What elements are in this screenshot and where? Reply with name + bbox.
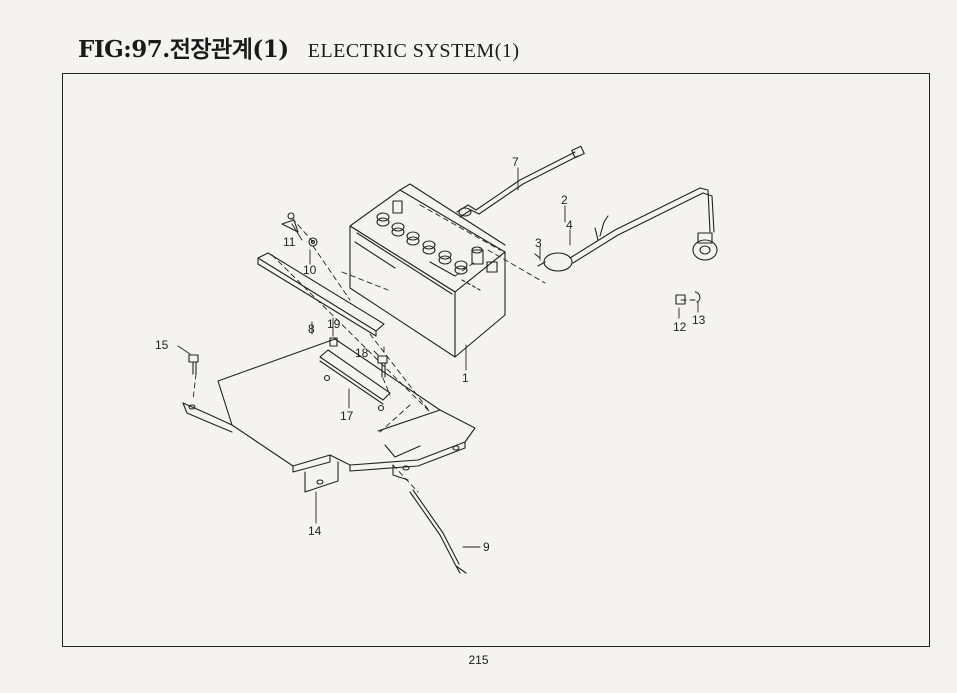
- callout-1: 1: [462, 371, 469, 385]
- callout-10: 10: [303, 263, 317, 277]
- battery-cable: [456, 145, 585, 218]
- ground-cable: [534, 187, 718, 272]
- clamp-plate: [319, 349, 391, 412]
- figure-title: FIG:97.전장관계(1): [78, 36, 289, 63]
- callout-19: 19: [327, 317, 341, 331]
- bolts: [188, 354, 388, 378]
- callout-4: 4: [566, 218, 573, 232]
- tray-rod: [409, 489, 467, 574]
- battery: [349, 183, 506, 358]
- page-number: 215: [468, 653, 489, 667]
- alignment-lines: [192, 204, 696, 493]
- callout-14: 14: [308, 524, 322, 538]
- battery-terminals: [392, 200, 498, 273]
- callout-leaders: [177, 167, 699, 548]
- callout-labels: 7 2 4 3 11 10 12 13 1 8 19 15 18 17 14 9: [155, 155, 706, 554]
- callout-13: 13: [692, 313, 706, 327]
- battery-caps: [376, 212, 468, 275]
- callout-3: 3: [535, 236, 542, 250]
- callout-7: 7: [512, 155, 519, 169]
- callout-18: 18: [355, 346, 369, 360]
- callout-15: 15: [155, 338, 169, 352]
- callout-11: 11: [283, 235, 296, 249]
- callout-12: 12: [673, 320, 687, 334]
- diagram-frame: [62, 73, 930, 647]
- callout-8: 8: [308, 322, 315, 336]
- figure-subtitle: ELECTRIC SYSTEM(1): [307, 40, 520, 62]
- battery-tray: [182, 338, 476, 493]
- small-hardware: [281, 212, 701, 347]
- figure-header: FIG:97.전장관계(1) ELECTRIC SYSTEM(1): [78, 30, 520, 64]
- callout-9: 9: [483, 540, 490, 554]
- callout-17: 17: [340, 409, 354, 423]
- callout-2: 2: [561, 193, 568, 207]
